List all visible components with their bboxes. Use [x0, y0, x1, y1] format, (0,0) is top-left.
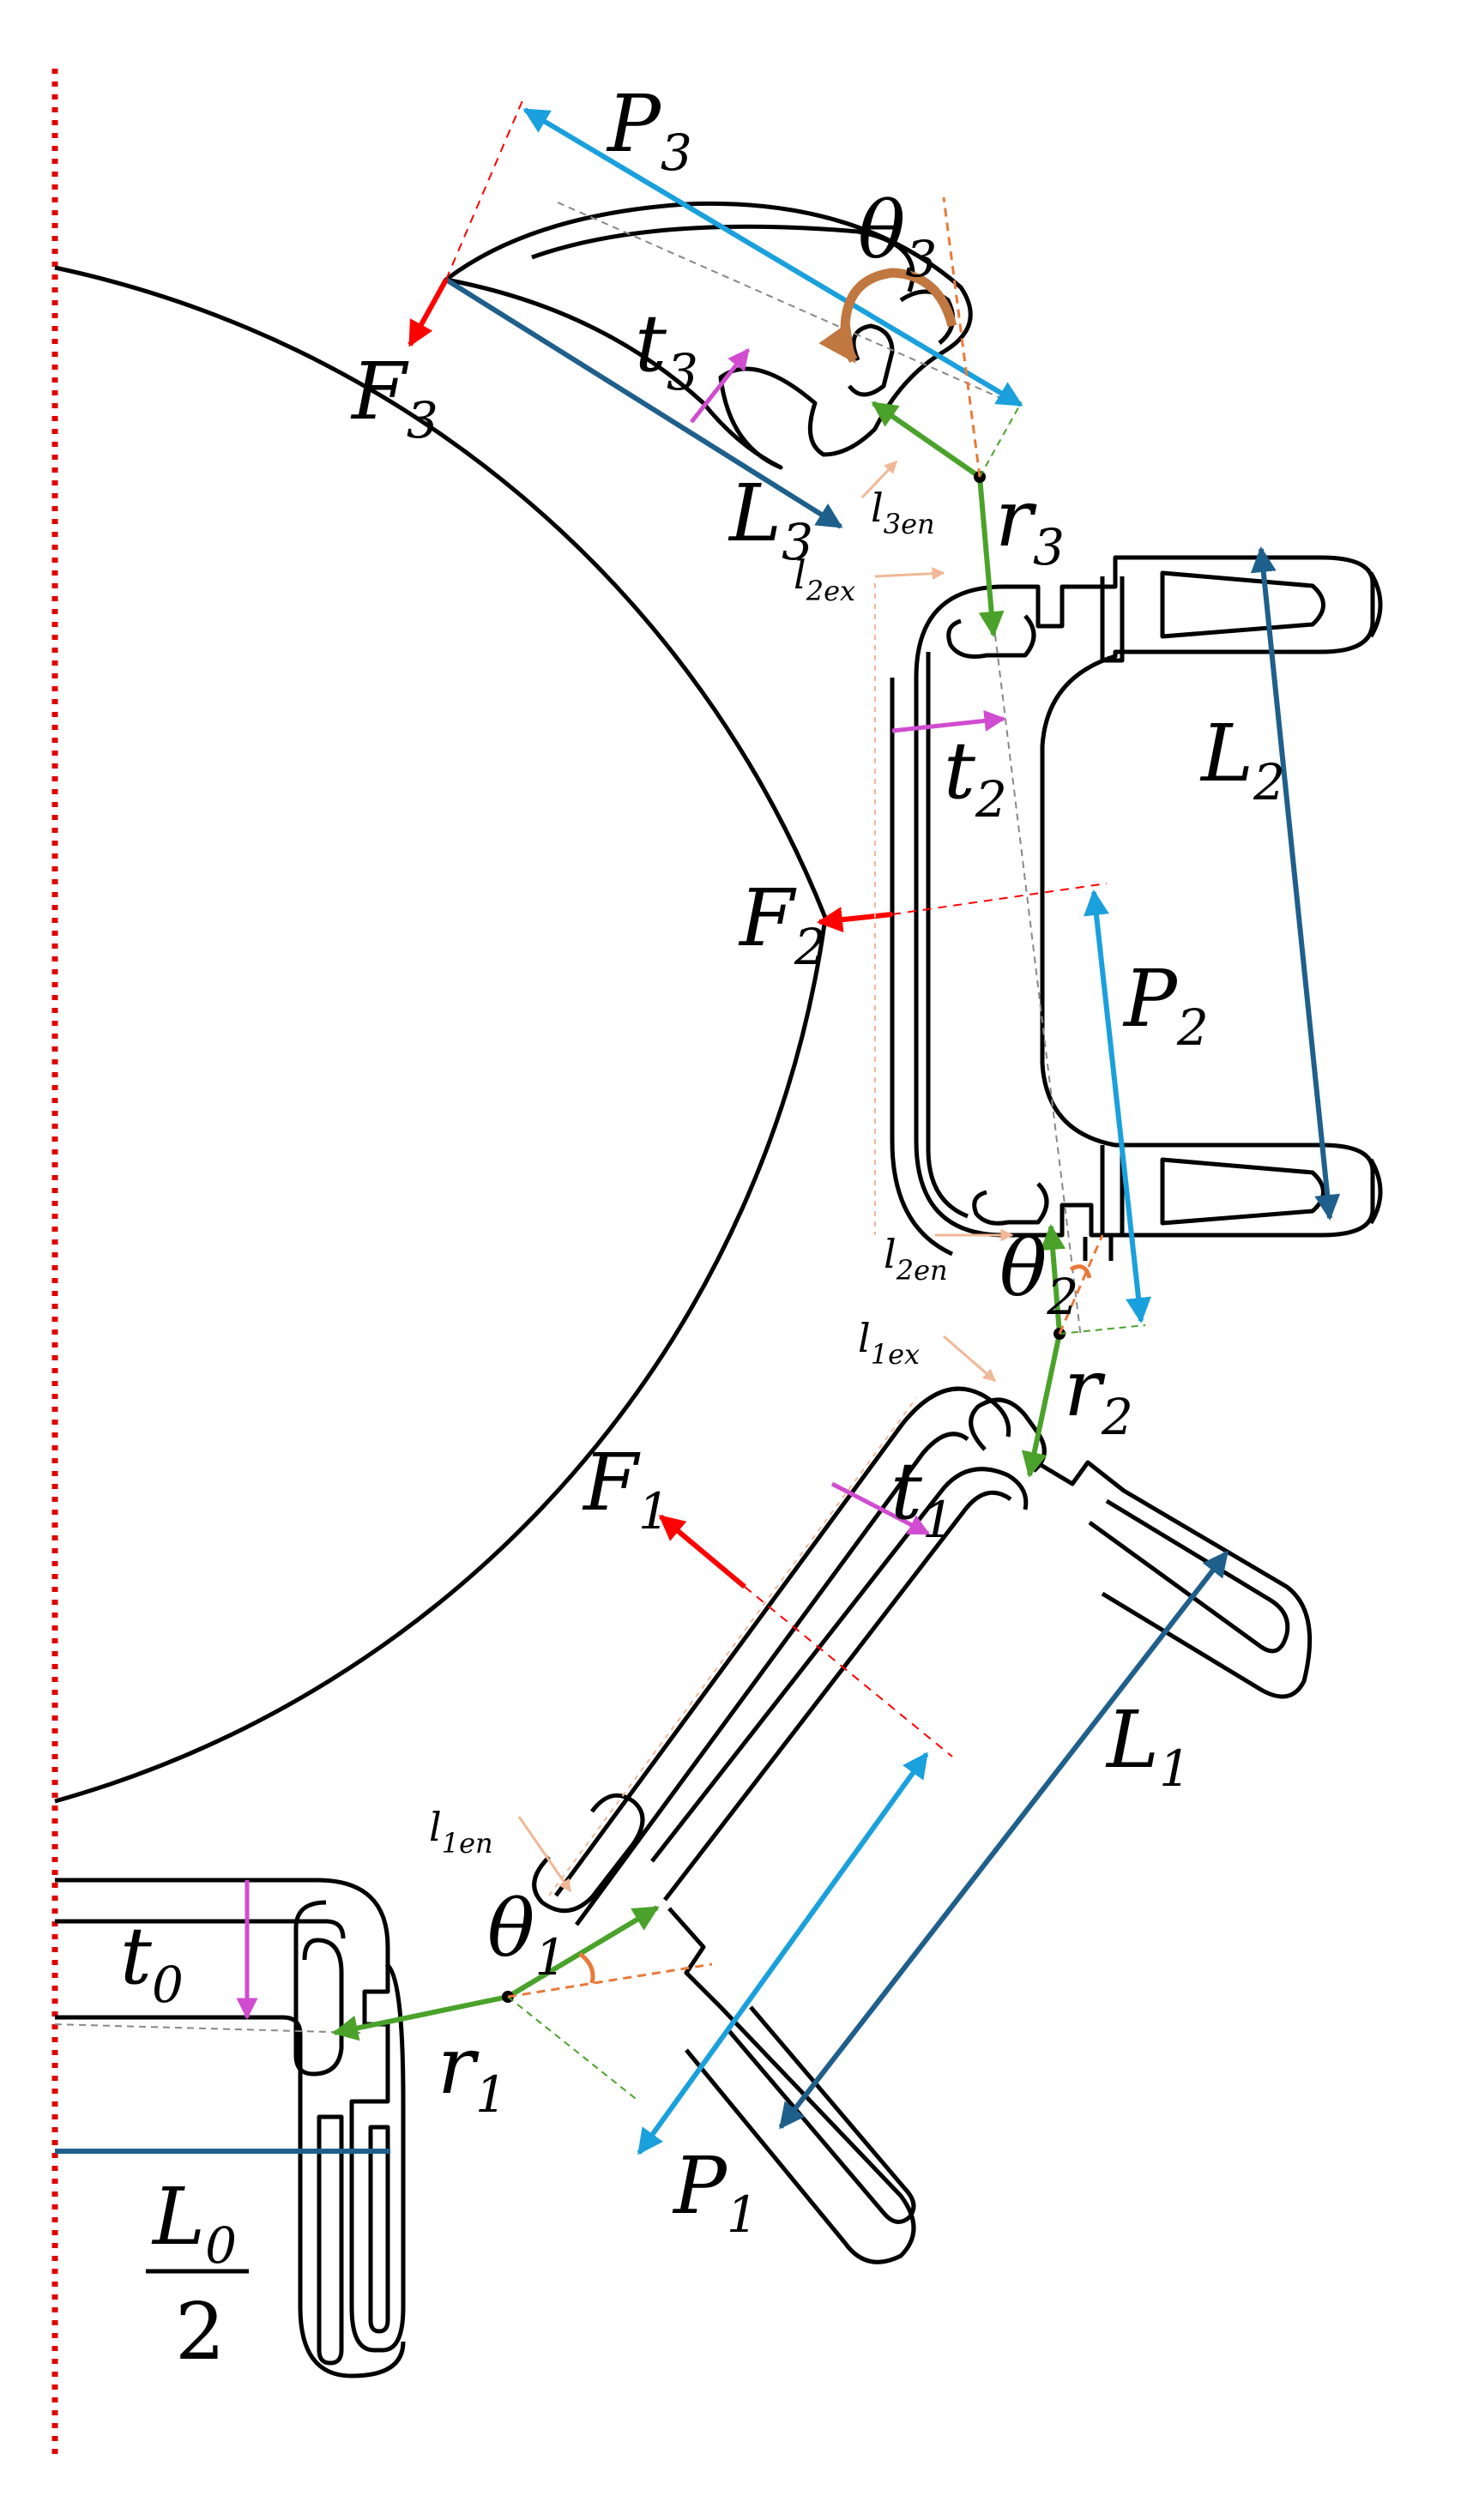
- length-l3en-marker: [860, 460, 898, 499]
- label-L0-over-2: L0 2: [146, 2171, 249, 2378]
- vector-r1b-arrow: [506, 1905, 660, 1999]
- link-2: [890, 555, 1383, 1261]
- label-P1: P1: [672, 2140, 758, 2244]
- dim-t2-arrow: [891, 709, 1006, 733]
- force-F1-arrow: [658, 1514, 746, 1589]
- label-l3en: l3en: [871, 485, 935, 540]
- label-r2: r2: [1064, 1342, 1133, 1446]
- label-F2: F2: [738, 872, 826, 976]
- length-l1en-marker: [517, 1816, 572, 1893]
- angle-theta2-arc: [1069, 1264, 1092, 1279]
- label-L2: L2: [1199, 708, 1285, 811]
- dim-t1-arrow: [830, 1481, 931, 1536]
- force-F3-lineofaction: [445, 98, 524, 280]
- dim-L1-arrow: [778, 1550, 1229, 2130]
- dim-P3-arrow: [522, 107, 1023, 407]
- label-P3: P3: [606, 78, 692, 182]
- base-link: [55, 1878, 406, 2378]
- dim-t3-arrow: [690, 348, 750, 424]
- guide-joint-2: [1059, 1324, 1146, 1335]
- label-t3: t3: [635, 298, 698, 401]
- guide-joint-1: [507, 1996, 640, 2102]
- dim-L2-arrow: [1250, 546, 1341, 1221]
- angle-theta1-arc: [578, 1951, 595, 1984]
- vector-r1-arrow: [332, 1994, 509, 2041]
- link-2-midline: [994, 634, 1082, 1339]
- label-l2en: l2en: [884, 1231, 948, 1287]
- dim-P2-arrow: [1084, 889, 1151, 1323]
- force-F2-arrow: [817, 907, 893, 933]
- label-F1: F1: [582, 1437, 670, 1540]
- label-theta1: θ1: [487, 1883, 566, 1986]
- force-F3-arrow: [408, 278, 449, 347]
- label-theta2: θ2: [999, 1222, 1078, 1326]
- angle-theta3-reference: [942, 196, 981, 478]
- angle-theta2-reference: [1058, 1234, 1104, 1335]
- label-L1: L1: [1105, 1694, 1191, 1798]
- angle-theta1-reference: [507, 1962, 713, 1999]
- label-l1ex: l1ex: [858, 1315, 920, 1371]
- grasped-object-outline: [54, 265, 828, 1804]
- dim-P1-arrow: [637, 1751, 929, 2155]
- guide-joint-3: [979, 402, 1022, 478]
- label-theta3: θ3: [858, 184, 937, 288]
- vector-r3b-arrow: [871, 401, 981, 479]
- vector-r2-arrow: [1021, 1333, 1062, 1478]
- label-P2: P2: [1122, 953, 1209, 1057]
- length-l1ex-marker: [943, 1335, 997, 1383]
- base-link-midline: [54, 2023, 361, 2034]
- label-fraction-denominator: 2: [175, 2286, 226, 2378]
- label-t0: t0: [120, 1910, 184, 2014]
- length-l-guide-link1: [548, 1397, 917, 1896]
- vector-r2b-arrow: [1040, 1224, 1066, 1335]
- link-1: [532, 1386, 1313, 2264]
- vector-r3-arrow: [977, 476, 1005, 637]
- label-l2ex: l2ex: [794, 552, 855, 607]
- label-l1en: l1en: [429, 1804, 493, 1860]
- label-r1: r1: [438, 2020, 507, 2124]
- force-F1-lineofaction: [744, 1586, 953, 1757]
- label-L3: L3: [727, 467, 813, 571]
- label-L0: L0: [151, 2171, 237, 2275]
- force-F2-lineofaction: [891, 883, 1108, 915]
- label-t2: t2: [944, 725, 1007, 829]
- length-l2ex-marker: [874, 567, 945, 581]
- label-F3: F3: [350, 346, 438, 449]
- label-t1: t1: [890, 1445, 954, 1549]
- angle-theta3-arc: [818, 268, 957, 364]
- label-r3: r3: [995, 473, 1065, 576]
